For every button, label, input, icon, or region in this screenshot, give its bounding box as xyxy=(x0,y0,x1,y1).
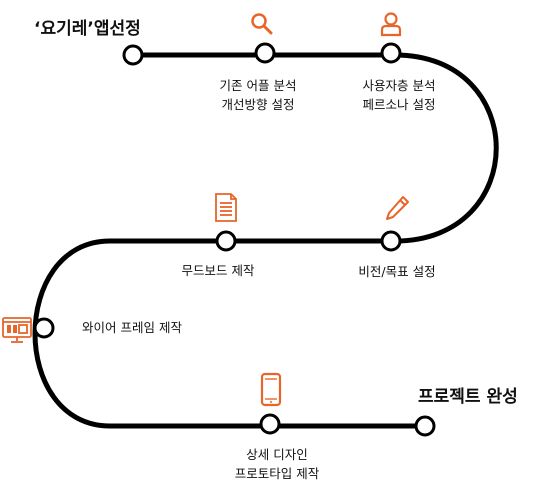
end-node xyxy=(414,415,436,437)
node-step-4 xyxy=(215,230,237,252)
step-label-4: 무드보드 제작 xyxy=(181,263,255,278)
start-node xyxy=(122,44,144,66)
smartphone-icon xyxy=(260,372,282,407)
node-step-1 xyxy=(254,42,276,64)
node-step-2 xyxy=(380,42,402,64)
search-icon xyxy=(251,13,273,35)
user-icon xyxy=(380,12,402,37)
step-label-3: 비전/목표 설정 xyxy=(358,264,436,279)
start-title: ‘요기레’앱선정 xyxy=(34,19,141,39)
end-title: 프로젝트 완성 xyxy=(418,387,518,407)
node-step-6 xyxy=(259,413,281,435)
step-label-5: 와이어 프레임 제작 xyxy=(82,320,182,335)
monitor-icon xyxy=(2,317,32,343)
document-icon xyxy=(215,193,237,222)
node-step-5 xyxy=(33,317,55,339)
node-step-3 xyxy=(380,230,402,252)
pencil-icon xyxy=(386,196,409,220)
